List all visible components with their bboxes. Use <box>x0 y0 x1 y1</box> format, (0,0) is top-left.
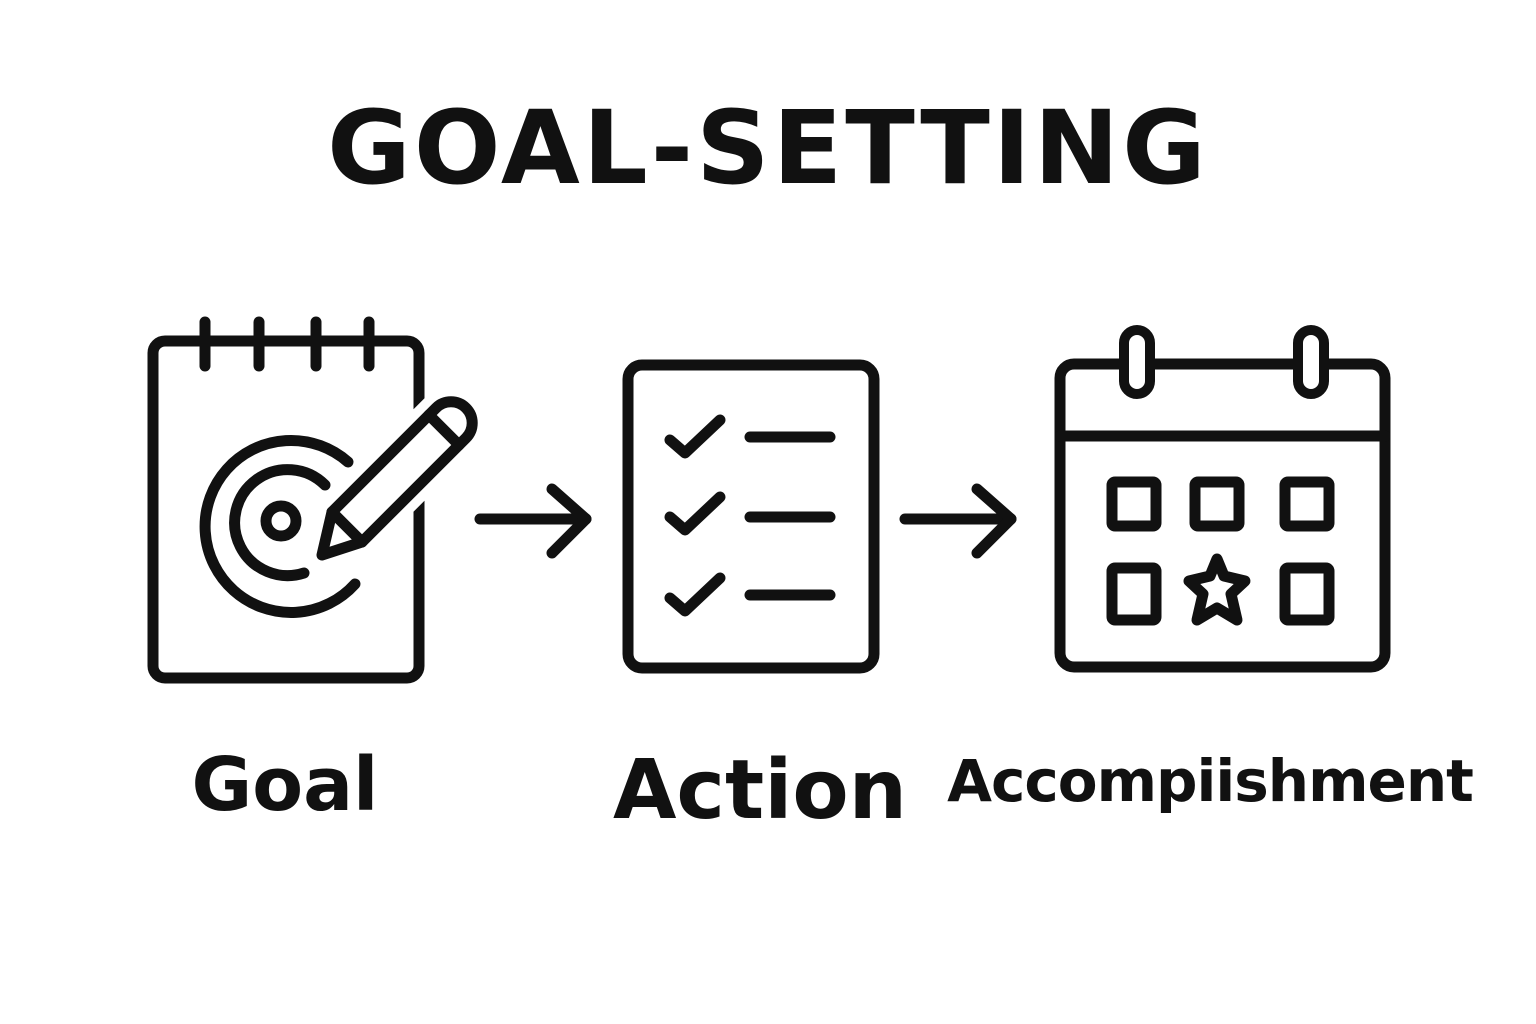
arrow-right-icon <box>899 483 1017 559</box>
arrow-right-icon <box>474 483 592 559</box>
step-label-accomplishment: Accompiishment <box>947 747 1474 815</box>
step-label-action: Action <box>612 743 908 838</box>
notepad-target-pencil-icon <box>147 316 500 684</box>
page-title: GOAL-SETTING <box>327 89 1209 208</box>
checklist-icon <box>622 359 880 674</box>
step-label-goal: Goal <box>191 742 379 828</box>
calendar-star-icon <box>1054 325 1391 673</box>
